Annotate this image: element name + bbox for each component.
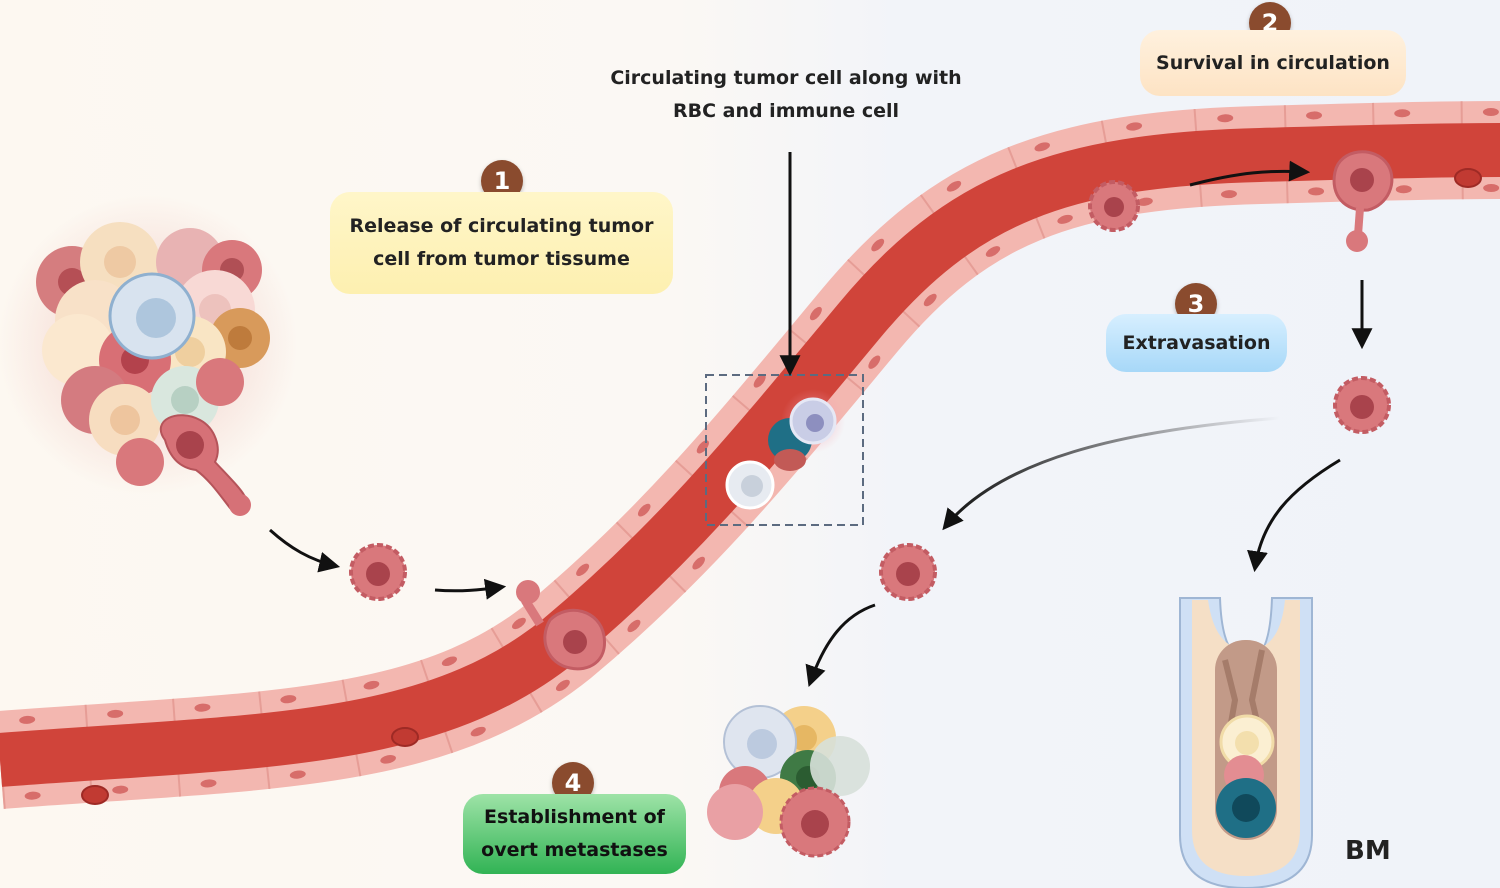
endothelial-nucleus xyxy=(946,180,962,192)
bone-marrow-label: BM xyxy=(1345,836,1391,866)
endothelial-nucleus xyxy=(809,306,822,321)
endothelial-nucleus xyxy=(194,703,211,712)
endothelial-nucleus xyxy=(512,617,526,630)
extravasating-tumor-cell xyxy=(1332,150,1394,252)
endothelial-nucleus xyxy=(1395,185,1412,194)
endothelial-nucleus xyxy=(868,355,881,369)
blood-vessel xyxy=(0,101,1500,809)
endothelial-nucleus xyxy=(753,374,766,388)
endothelial-nucleus xyxy=(696,440,709,454)
tumor-cell-icon xyxy=(349,180,1391,601)
step-2-label: Survival in circulation xyxy=(1140,30,1406,96)
step-4-label: Establishment of overt metastases xyxy=(463,794,686,874)
endothelial-nucleus xyxy=(1482,108,1499,117)
endothelial-nucleus xyxy=(576,563,590,576)
endothelial-nucleus xyxy=(1136,197,1153,206)
endothelial-nucleus xyxy=(24,791,41,800)
endothelial-nucleus xyxy=(1394,109,1411,118)
endothelial-nucleus xyxy=(1057,214,1073,224)
endothelial-nucleus xyxy=(1220,190,1237,199)
endothelial-nucleus xyxy=(363,680,380,690)
red-blood-cell-icon xyxy=(81,168,1482,805)
endothelial-nucleus xyxy=(985,246,1001,257)
endothelial-nucleus xyxy=(923,293,937,307)
endothelial-nucleus xyxy=(112,785,129,794)
endothelial-nucleus xyxy=(1126,122,1143,131)
metastasis-cluster-icon xyxy=(707,705,870,858)
endothelial-nucleus xyxy=(1483,184,1500,193)
endothelial-nucleus xyxy=(441,656,457,667)
endothelial-nuclei xyxy=(19,108,1500,800)
endothelial-nucleus xyxy=(1217,114,1234,123)
endothelial-nucleus xyxy=(289,770,306,779)
endothelial-nucleus xyxy=(19,715,36,724)
intravasating-tumor-cell xyxy=(516,580,606,671)
step-1-badge: 1 xyxy=(481,160,523,202)
endothelial-nucleus xyxy=(1306,111,1323,120)
endothelial-nucleus xyxy=(1308,187,1325,196)
endothelial-nucleus xyxy=(280,695,297,704)
endothelial-nucleus xyxy=(107,709,124,718)
endothelial-nucleus xyxy=(692,556,705,570)
step-1-label: Release of circulating tumor cell from t… xyxy=(330,192,673,294)
endothelial-nucleus xyxy=(380,755,396,764)
endothelial-nucleus xyxy=(200,779,217,788)
endothelial-nucleus xyxy=(871,238,885,252)
bone-marrow-icon xyxy=(1179,597,1313,888)
endothelial-nucleus xyxy=(1034,142,1050,152)
step-3-label: Extravasation xyxy=(1106,314,1287,372)
primary-tumor-icon xyxy=(0,195,298,516)
endothelial-nucleus xyxy=(470,726,486,737)
arrow-icon xyxy=(268,152,1373,687)
ctc-callout-label: Circulating tumor cell along with RBC an… xyxy=(610,67,962,122)
endothelial-nucleus xyxy=(637,503,651,517)
endothelial-nucleus xyxy=(555,679,570,692)
endothelial-nucleus xyxy=(627,619,641,633)
